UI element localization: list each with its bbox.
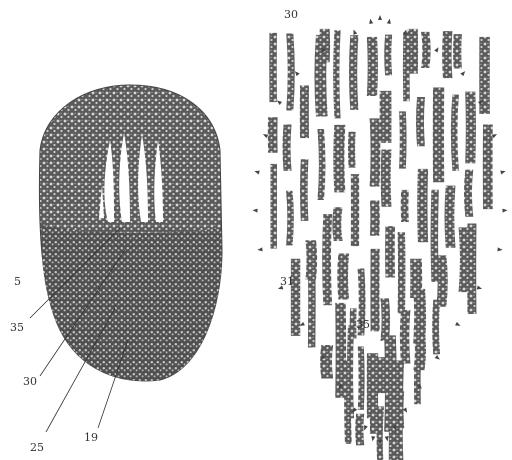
streak [416,97,425,146]
streak [270,164,276,249]
streak [314,35,327,117]
streak [436,255,447,306]
streak [300,159,308,221]
streak [433,88,444,183]
streak [268,117,278,152]
streak [384,35,392,76]
streak [398,232,406,313]
label-19: 19 [84,431,98,444]
arrowhead [460,71,465,76]
streak [445,186,456,248]
streak [465,92,476,164]
label-35: 35 [10,321,24,334]
streak [401,190,409,222]
arrowhead [378,15,382,20]
arrowhead [434,47,438,52]
arrowhead [477,286,482,290]
arrowhead [497,247,502,251]
streak [408,29,419,74]
streak [399,111,406,168]
arrowhead [435,355,440,360]
streak [400,310,411,363]
arrowhead [254,171,259,175]
streak [370,249,379,332]
streak [377,357,387,393]
streak [335,303,346,398]
streak [355,414,364,446]
right-specimen [268,29,493,460]
arrowhead [502,209,507,213]
streak [417,169,428,242]
arrowhead [353,30,357,35]
streak [349,35,358,110]
streak [332,207,342,241]
streak [453,34,462,68]
streak [442,31,452,78]
streak [317,129,325,200]
streak [464,170,473,217]
streak [381,150,392,207]
streak [286,191,294,246]
streak [300,85,309,138]
arrowhead [371,436,375,441]
streak [370,201,380,236]
streak [432,300,440,355]
streak [337,253,349,299]
streak [451,95,459,171]
arrowhead [263,134,268,138]
streak [269,33,277,102]
streak [467,223,476,314]
arrowhead [257,247,262,251]
arrowhead [364,425,368,430]
streak [291,259,300,336]
label-5: 5 [14,275,21,288]
label-35-right: 35 [356,318,370,331]
arrowhead [403,407,407,412]
streak [333,125,345,193]
streak [413,328,426,370]
left-specimen-lower-band [42,225,222,381]
arrowhead [252,209,257,213]
arrowhead [455,322,460,326]
streak [320,345,333,379]
label-30: 30 [23,375,37,388]
streak [351,174,359,246]
arrowhead [300,322,305,326]
streak [286,34,294,111]
streak [305,240,317,279]
label-30-right: 30 [284,8,298,21]
label-25: 25 [30,441,44,454]
streak [367,37,378,96]
streak [380,298,390,340]
arrowhead [277,100,282,105]
arrowhead [295,71,300,76]
streak [421,32,431,68]
streak [347,325,354,418]
arrowhead [369,19,373,24]
streak [283,125,292,171]
arrowhead [387,19,391,24]
arrowhead [385,436,389,441]
streak [377,406,384,460]
streak [385,226,395,277]
streak [370,118,381,186]
label-31: 31 [280,275,294,288]
streak [322,214,332,305]
streak [380,91,392,143]
streak [348,132,356,168]
streak [391,391,404,460]
streak [483,124,493,209]
streak [358,346,365,409]
streak [333,30,340,118]
arrowhead [500,171,505,175]
